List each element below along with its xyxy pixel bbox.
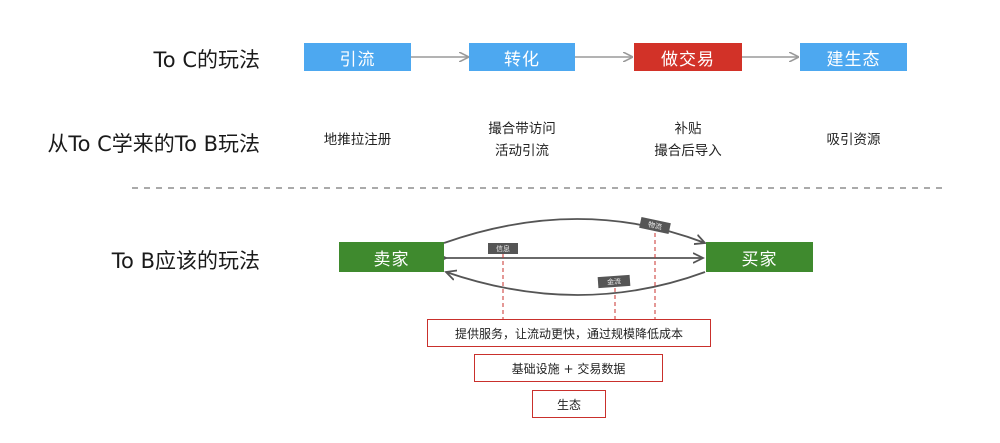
toc-step-2: 转化 (469, 43, 575, 71)
row-title-toc: To C的玩法 (153, 48, 260, 72)
tag-info: 信息 (488, 243, 518, 254)
toc-step-1: 引流 (304, 43, 411, 71)
toc-step-4: 建生态 (800, 43, 907, 71)
tob-from-c-step-2: 撮合带访问 活动引流 (469, 118, 575, 162)
tob-from-c-step-3-line-2: 撮合后导入 (654, 143, 722, 159)
tob-from-c-step-3: 补贴 撮合后导入 (634, 118, 742, 162)
tob-from-c-step-2-line-2: 活动引流 (495, 143, 549, 159)
row-title-tob-from-c: 从To C学来的To B玩法 (47, 132, 260, 156)
tob-from-c-step-2-line-1: 撮合带访问 (488, 121, 556, 137)
row-title-tob: To B应该的玩法 (111, 249, 260, 273)
flow-top-arc (443, 218, 705, 243)
layer-services: 提供服务，让流动更快，通过规模降低成本 (427, 319, 711, 347)
toc-step-3: 做交易 (634, 43, 742, 71)
layer-infrastructure: 基础设施 + 交易数据 (474, 354, 663, 382)
buyer-box: 买家 (706, 242, 813, 272)
tob-from-c-step-1: 地推拉注册 (323, 132, 392, 148)
tob-from-c-step-3-line-1: 补贴 (674, 121, 702, 137)
tag-money: 金流 (597, 274, 631, 289)
seller-box: 卖家 (339, 242, 444, 272)
flow-bottom-arc (446, 272, 706, 296)
tob-from-c-step-4: 吸引资源 (826, 132, 881, 148)
layer-ecosystem: 生态 (532, 390, 606, 418)
